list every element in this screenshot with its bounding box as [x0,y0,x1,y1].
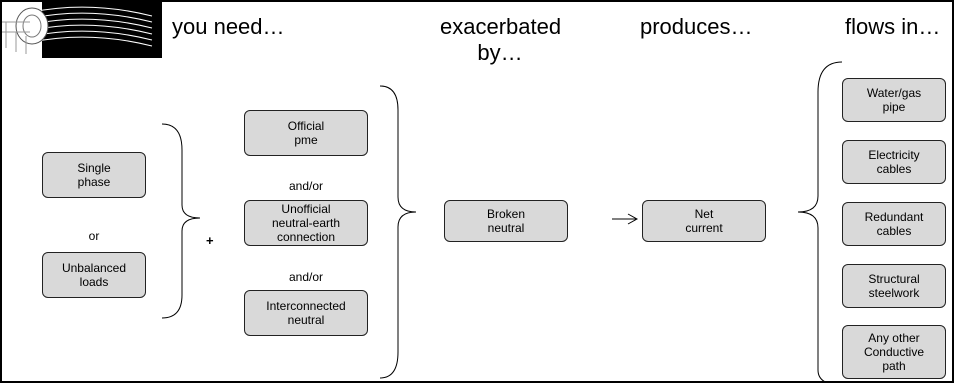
box-any-other-path: Any other Conductive path [842,325,946,379]
brace-flows [797,61,843,383]
label-or: or [88,229,100,243]
heading-flows-in: flows in… [845,14,941,39]
box-official-pme: Official pme [244,110,368,156]
box-structural-steelwork: Structural steelwork [842,264,946,308]
label-and-or-1: and/or [288,179,324,193]
box-broken-neutral: Broken neutral [444,200,568,242]
cable-strands-icon [2,2,162,58]
box-unbalanced-loads: Unbalanced loads [42,252,146,298]
box-unofficial-connection: Unofficial neutral-earth connection [244,200,368,246]
box-water-gas-pipe: Water/gas pipe [842,78,946,122]
box-net-current: Net current [642,200,766,242]
label-and-or-2: and/or [288,270,324,284]
brace-col2 [379,85,417,379]
box-redundant-cables: Redundant cables [842,202,946,246]
heading-exacerbated-by: exacerbated by… [440,14,562,65]
heading-produces: produces… [640,14,753,39]
box-interconnected-neutral: Interconnected neutral [244,290,368,336]
heading-you-need: you need… [172,14,285,39]
box-electricity-cables: Electricity cables [842,140,946,184]
brace-col1 [161,123,201,319]
plus-sign: + [206,233,214,248]
box-single-phase: Single phase [42,152,146,198]
